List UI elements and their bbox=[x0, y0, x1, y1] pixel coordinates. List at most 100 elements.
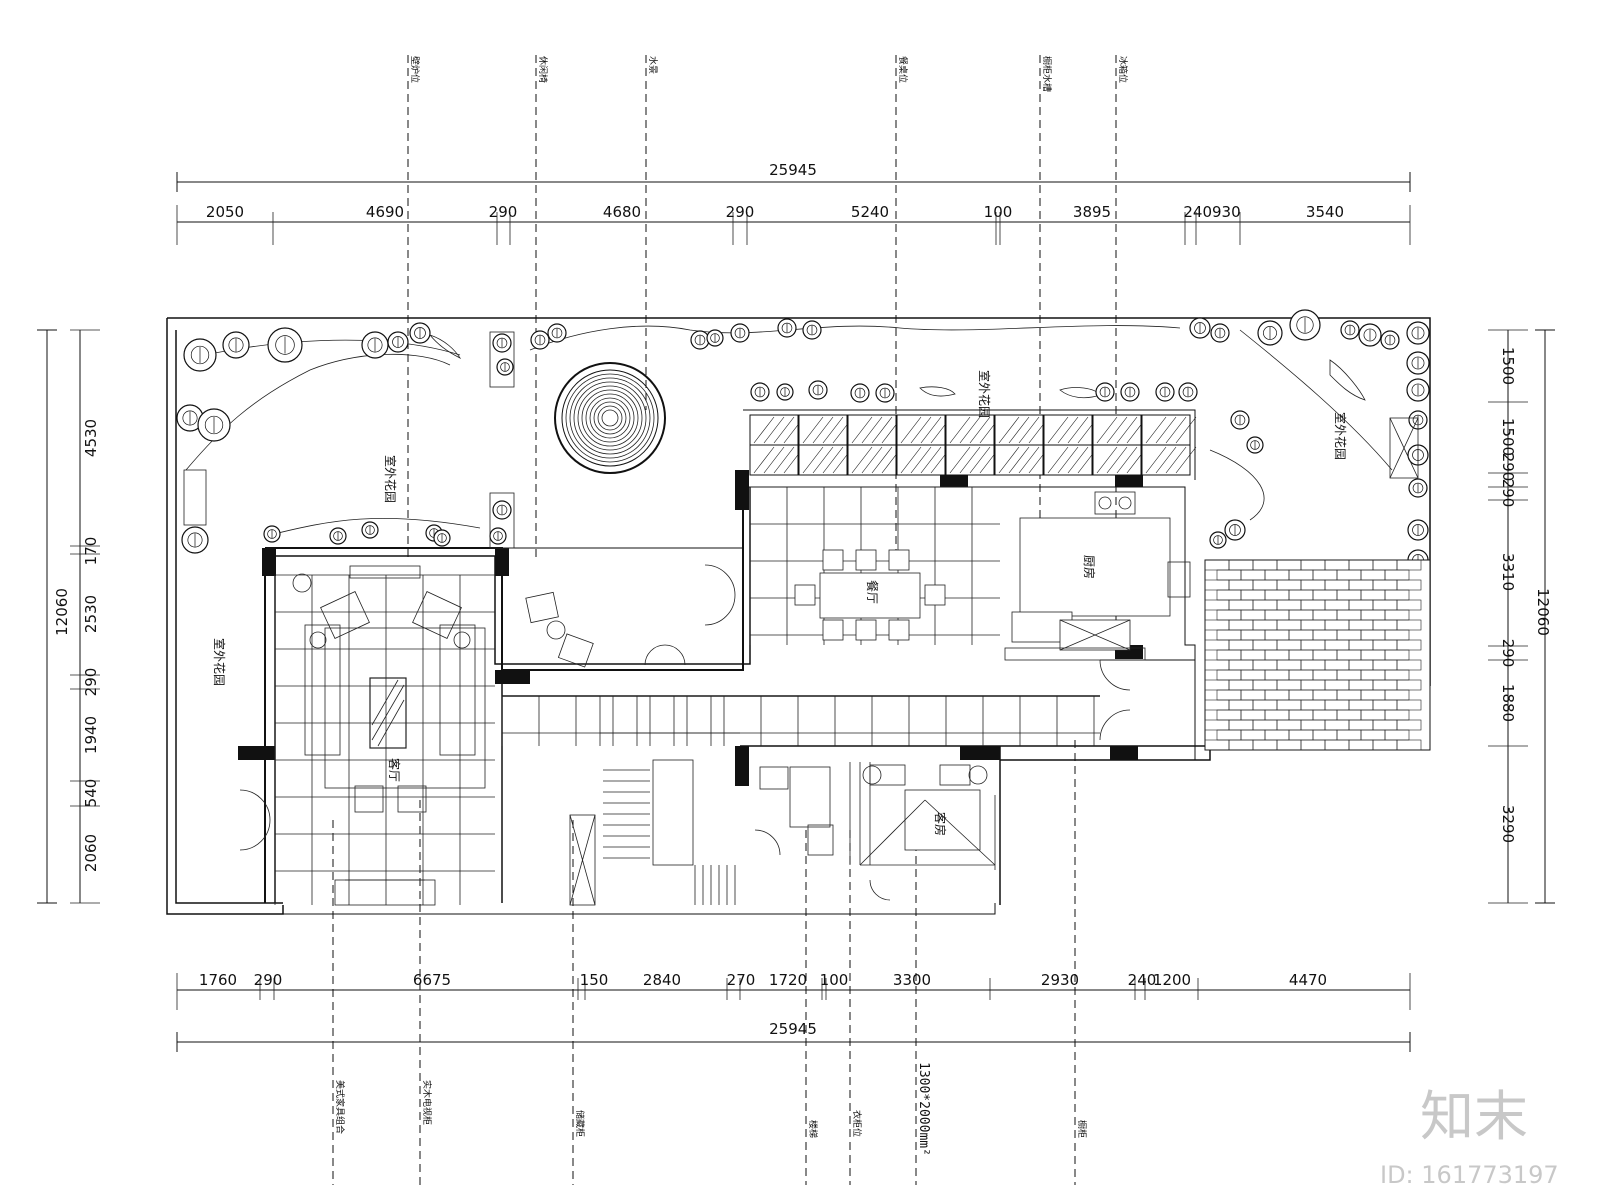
tree-24 bbox=[875, 383, 895, 403]
glazing-panel-7 bbox=[1043, 414, 1099, 476]
tree-26 bbox=[1120, 382, 1140, 402]
right-dim-6: 290 bbox=[1499, 639, 1517, 668]
left-dim-5: 1940 bbox=[82, 716, 100, 754]
room-label-garden-left-lower: 室外花园 bbox=[212, 638, 227, 686]
bottom-dim-7: 1720 bbox=[769, 971, 807, 989]
room-label-garden-top: 室外花园 bbox=[977, 370, 992, 418]
top-dim-9: 240930 bbox=[1183, 203, 1240, 221]
tree-51 bbox=[361, 521, 379, 539]
tree-29 bbox=[1189, 317, 1211, 339]
callout-fridge: 冰箱位 bbox=[1117, 56, 1129, 83]
tree-34 bbox=[1358, 323, 1382, 347]
guest-room-furniture bbox=[759, 762, 996, 870]
bottom-dim-11: 240 bbox=[1128, 971, 1157, 989]
bottom-dim-1: 1760 bbox=[199, 971, 237, 989]
top-callouts: 壁炉位 休闲椅 水景 餐桌位 橱柜水槽 冰箱位 bbox=[409, 56, 1129, 92]
top-dim-10: 3540 bbox=[1306, 203, 1344, 221]
tree-53 bbox=[433, 529, 451, 547]
tree-12 bbox=[492, 500, 512, 520]
bottom-dim-2: 290 bbox=[254, 971, 283, 989]
tree-17 bbox=[730, 323, 750, 343]
callout-cabinet-sink: 橱柜水槽 bbox=[1041, 56, 1053, 92]
tree-54 bbox=[489, 527, 507, 545]
axis-lines bbox=[332, 55, 1117, 1185]
left-dim-6: 540 bbox=[82, 779, 100, 808]
bottom-dim-4: 150 bbox=[580, 971, 609, 989]
conservatory-glazing bbox=[749, 414, 1197, 476]
bottom-dimension-chain: 1760 290 6675 150 2840 270 1720 100 3300… bbox=[176, 971, 1411, 1052]
watermark: 知末 ID: 161773197 bbox=[1380, 1085, 1559, 1189]
tree-48 bbox=[1209, 531, 1227, 549]
tree-50 bbox=[329, 527, 347, 545]
left-dim-1: 4530 bbox=[82, 419, 100, 457]
tree-21 bbox=[776, 383, 794, 401]
top-total-dimension: 25945 bbox=[769, 161, 817, 179]
tree-5 bbox=[181, 526, 209, 554]
living-room-furniture bbox=[292, 565, 486, 906]
tree-19 bbox=[802, 320, 822, 340]
tree-32 bbox=[1289, 309, 1321, 341]
left-dim-4: 290 bbox=[82, 668, 100, 697]
kitchen-fixtures bbox=[1004, 491, 1191, 661]
tree-9 bbox=[409, 322, 431, 344]
tree-14 bbox=[547, 323, 567, 343]
callout-water-feature: 水景 bbox=[647, 56, 659, 74]
room-label-garden-left-upper: 室外花园 bbox=[383, 455, 398, 503]
tree-45 bbox=[1230, 410, 1250, 430]
tree-4 bbox=[197, 408, 231, 442]
right-dim-5: 3310 bbox=[1499, 553, 1517, 591]
callout-tv-cabinet: 实木电视柜 bbox=[421, 1080, 433, 1125]
room-label-living: 客厅 bbox=[387, 758, 402, 782]
glazing-panel-1 bbox=[749, 414, 805, 476]
dining-room-furniture bbox=[794, 549, 946, 641]
bottom-dim-9: 3300 bbox=[893, 971, 931, 989]
tree-20 bbox=[750, 382, 770, 402]
callout-stairs: 楼梯 bbox=[807, 1120, 819, 1138]
patio-furniture bbox=[525, 591, 594, 668]
bottom-dim-13: 4470 bbox=[1289, 971, 1327, 989]
bottom-dim-12: 1200 bbox=[1153, 971, 1191, 989]
bottom-callouts: 美式家具组合 实木电视柜 储藏柜 楼梯 衣柜位 橱柜 bbox=[334, 1080, 1088, 1138]
water-feature-circle bbox=[554, 362, 666, 474]
tree-8 bbox=[387, 331, 409, 353]
tree-33 bbox=[1340, 320, 1360, 340]
top-dim-5: 290 bbox=[726, 203, 755, 221]
tree-47 bbox=[1224, 519, 1246, 541]
garden-trees bbox=[176, 309, 1430, 595]
top-dim-1: 2050 bbox=[206, 203, 244, 221]
tree-27 bbox=[1155, 382, 1175, 402]
left-outer-dimension: 12060 bbox=[53, 588, 71, 636]
right-dim-2: 1500 bbox=[1499, 418, 1517, 456]
tree-7 bbox=[361, 331, 389, 359]
tree-46 bbox=[1246, 436, 1264, 454]
tree-2 bbox=[222, 331, 250, 359]
tree-18 bbox=[777, 318, 797, 338]
glazing-panel-3 bbox=[847, 414, 903, 476]
callout-wardrobe: 衣柜位 bbox=[851, 1110, 863, 1137]
watermark-logo: 知末 bbox=[1420, 1085, 1528, 1148]
tree-35 bbox=[1380, 330, 1400, 350]
callout-storage: 储藏柜 bbox=[574, 1110, 586, 1137]
callout-dining-table: 餐桌位 bbox=[897, 56, 909, 83]
top-dim-2: 4690 bbox=[366, 203, 404, 221]
tree-22 bbox=[808, 380, 828, 400]
bottom-dim-5: 2840 bbox=[643, 971, 681, 989]
tree-13 bbox=[530, 330, 550, 350]
door-size-label: 1300*2000mm² bbox=[916, 1062, 931, 1156]
left-dim-7: 2060 bbox=[82, 834, 100, 872]
right-dim-4: 290 bbox=[1499, 479, 1517, 508]
room-label-garden-right: 室外花园 bbox=[1333, 412, 1348, 460]
glazing-panel-8 bbox=[1092, 414, 1148, 476]
callout-fireplace: 壁炉位 bbox=[409, 56, 421, 83]
floor-tile-grid bbox=[274, 486, 1100, 905]
room-label-kitchen: 厨房 bbox=[1082, 555, 1097, 579]
bottom-total-dimension: 25945 bbox=[769, 1020, 817, 1038]
right-dimension-chain: 1500 1500 290 290 3310 290 1880 3290 120… bbox=[1488, 329, 1555, 904]
bottom-dim-10: 2930 bbox=[1041, 971, 1079, 989]
right-dim-8: 3290 bbox=[1499, 805, 1517, 843]
callout-sofa-set: 美式家具组合 bbox=[334, 1080, 346, 1134]
tree-30 bbox=[1210, 323, 1230, 343]
staircase bbox=[603, 759, 736, 905]
top-dim-7: 100 bbox=[984, 203, 1013, 221]
